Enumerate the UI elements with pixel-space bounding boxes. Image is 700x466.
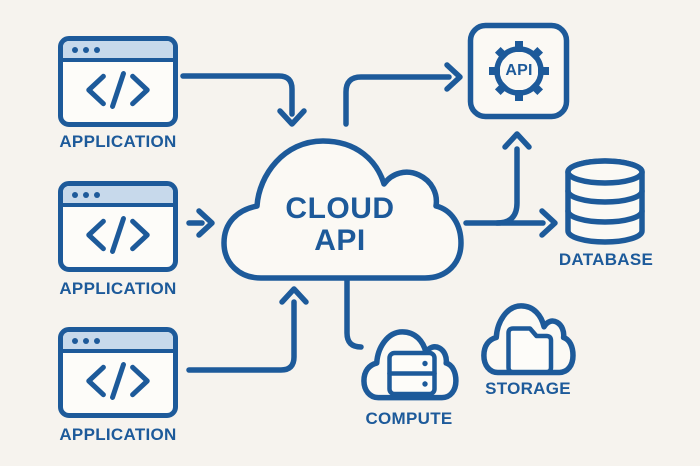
compute-label: COMPUTE (365, 409, 453, 428)
api-box (467, 22, 570, 120)
cloud-folder-icon (482, 304, 575, 375)
code-icon (86, 362, 150, 400)
cloud-server-icon (362, 330, 458, 399)
arrowhead-right-icon (444, 62, 463, 92)
arrowhead-up-icon (279, 286, 309, 305)
window-dot-icon (94, 191, 100, 198)
application-2-label: APPLICATION (59, 279, 177, 298)
window-body (63, 62, 173, 118)
window-dot-icon (83, 46, 89, 53)
application-window-3 (58, 327, 178, 418)
window-dot-icon (72, 337, 78, 344)
database-label: DATABASE (558, 250, 654, 269)
window-dot-icon (72, 46, 78, 53)
window-dot-icon (94, 46, 100, 53)
application-3-label: APPLICATION (59, 425, 177, 444)
connector-cloud-to-database (463, 208, 558, 238)
connector-app1-to-cloud (180, 73, 307, 127)
api-box-label: API (505, 62, 533, 79)
storage-label: STORAGE (485, 379, 571, 398)
arrowhead-right-icon (196, 208, 215, 238)
connector-branch-to-apibox (494, 131, 532, 226)
window-body (63, 207, 173, 263)
window-dot-icon (72, 191, 78, 198)
code-icon (86, 216, 150, 254)
connector-cloud-to-apibox (343, 62, 463, 127)
window-titlebar (63, 332, 173, 353)
connector-cloud-to-compute (344, 277, 364, 350)
arrowhead-up-icon (502, 131, 532, 150)
application-window-1 (58, 36, 178, 127)
connector-app3-to-cloud (186, 286, 309, 373)
window-titlebar (63, 41, 173, 62)
folder-icon (506, 326, 554, 375)
connector-app2-to-cloud (186, 208, 215, 238)
window-dot-icon (83, 337, 89, 344)
gear-icon (489, 41, 549, 101)
window-titlebar (63, 186, 173, 207)
window-dot-icon (83, 191, 89, 198)
cloud-title-line2: API (314, 224, 366, 257)
code-icon (86, 71, 150, 109)
database-cylinder-icon (565, 158, 645, 245)
arrowhead-right-icon (539, 208, 558, 238)
application-1-label: APPLICATION (59, 132, 177, 151)
arrowhead-down-icon (277, 108, 307, 127)
window-body (63, 353, 173, 409)
application-window-2 (58, 181, 178, 272)
cloud-title-line1: CLOUD (285, 192, 395, 225)
cloud-api-title: CLOUD API (240, 193, 440, 257)
window-dot-icon (94, 337, 100, 344)
